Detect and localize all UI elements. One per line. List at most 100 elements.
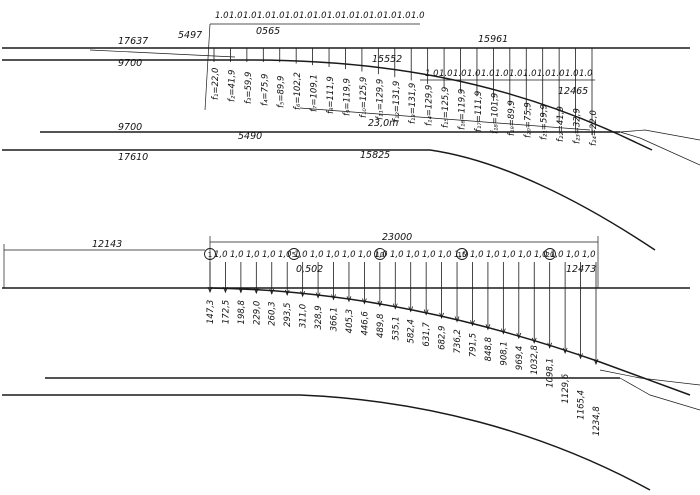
bottom-ordinate-label: 682,9 [438,326,448,350]
bottom-ordinate-arrow [593,358,599,366]
top-ordinate-label: f₂₃=32,9 [573,108,583,144]
bottom-ordinate-label: 328,9 [314,305,324,329]
label-0565: 0565 [256,26,280,37]
bottom-spacing-label: 1,0 [550,250,564,260]
bottom-ordinate-arrow [207,286,213,294]
top-ordinate-label: f₂=41,9 [227,70,237,102]
bottom-ordinate-label: 1098,1 [546,358,556,388]
top-upper-spacing-label: 1.0 [411,11,425,21]
top-ordinate-label: f₄=75,9 [260,74,270,106]
bottom-spacing-label: 1,0 [518,250,532,260]
bottom-ordinate-label: 172,5 [221,300,231,324]
top-ordinate-label: f₁₁=129,9 [375,79,385,120]
bottom-ordinate-arrow [547,342,553,349]
bottom-ordinate-label: 446,6 [360,311,370,336]
bottom-ordinate-arrow [315,292,321,299]
bottom-ordinate-label: 848,8 [484,336,494,361]
label-15961: 15961 [478,34,508,45]
bottom-diverging-curve [209,287,691,396]
bottom-ordinate-label: 147,3 [206,300,216,324]
top-upper-spacing-label: 1.0 [257,11,271,21]
bottom-ordinate-label: 198,8 [237,300,247,325]
bottom-spacing-label: 1,0 [486,250,500,260]
bottom-ordinate-arrow [300,290,306,298]
label-5497: 5497 [178,30,202,41]
top-diagram [2,23,700,251]
bottom-ordinate-arrow [516,332,522,340]
top-ordinate-frame [204,23,211,111]
label-17637: 17637 [118,36,148,47]
label-9700-b: 9700 [118,122,142,133]
bottom-spacing-label: 1,0 [374,250,388,260]
bottom-spacing-label: 1,0 [454,250,468,260]
top-ordinate-label: f₁₂=131,9 [392,81,402,122]
bottom-spacing-label: 1,0 [294,250,308,260]
label-5490: 5490 [238,131,262,142]
top-23m-line [299,107,591,131]
top-lower-spacing-label: 1.0 [509,69,523,79]
bottom-ordinate-arrow [377,300,383,308]
bottom-spacing-label: 1,0 [358,250,372,260]
bottom-spacing-label: 1,0 [582,250,596,260]
svg-text:20: 20 [546,251,555,259]
top-switch-blade [89,49,236,58]
svg-text:15: 15 [458,251,467,259]
top-lower-spacing-label: 1.0 [453,69,467,79]
label-17610: 17610 [118,152,148,163]
top-ordinate-label: f₂₁=59,9 [540,104,550,140]
top-upper-spacing-label: 1.0 [397,11,411,21]
bottom-ordinate-arrow [562,347,568,355]
top-upper-spacing-label: 1.0 [355,11,369,21]
bottom-ordinate-label: 791,5 [468,333,478,357]
bottom-ordinate-arrow [362,298,367,305]
bottom-ordinate-arrow [439,312,444,319]
bottom-spacing-label: 1,0 [230,250,244,260]
circle-mark: 15 [456,248,468,260]
bottom-spacing-label: 1,0 [502,250,516,260]
circle-mark: 10 [374,248,386,260]
top-ordinate-label: f₁₀=125,9 [359,77,369,118]
bottom-spacing-label: 1,0 [422,250,436,260]
bottom-ordinate-arrow [408,306,414,313]
top-lower-spacing-label: 1.0 [579,69,593,79]
bottom-ordinate-arrow [531,337,537,344]
bottom-labels: 12143 23000 0,502 12473 [92,232,596,275]
bottom-spacing-label: 1,0 [470,250,484,260]
label-15552: 15552 [372,54,402,65]
bottom-ordinate-arrow [423,309,429,316]
bottom-ordinate-arrow [346,296,352,303]
bottom-ordinate-label: 293,5 [283,303,293,327]
bottom-ordinate-label: 260,3 [268,301,278,325]
bottom-ordinate-label: 1129,6 [561,373,571,403]
top-upper-spacing-label: 1.0 [313,11,327,21]
top-ordinate-label: f₉=119,9 [342,78,352,116]
top-lower-curve [429,149,656,251]
svg-text:10: 10 [376,251,385,259]
bottom-spacing-label: 1,0 [534,250,548,260]
bottom-spacing-label: 1,0 [326,250,340,260]
top-ordinate-label: f₁₉=89,9 [507,100,517,136]
bottom-ordinate-label: 908,1 [499,341,509,365]
top-ordinate-label: f₈=111,9 [326,76,336,114]
bottom-spacing-label: 1,0 [438,250,452,260]
bottom-diagram [2,236,700,491]
top-ordinate-label: f₁₅=125,9 [441,87,451,128]
bottom-ordinate-arrow [392,303,398,310]
top-lower-spacing-label: 1.0 [467,69,481,79]
top-ordinate-label: f₁=22,0 [211,68,221,100]
top-upper-spacing-label: 1.0 [341,11,355,21]
bottom-ordinate-label: 311,0 [299,304,309,328]
circle-mark: 1 [204,248,216,260]
bottom-ordinate-arrow [578,353,583,360]
label-15825: 15825 [360,150,390,161]
bottom-ordinate-arrow [238,287,244,294]
bottom-ordinate-arrow [485,324,491,331]
bottom-lower-curve [2,394,651,491]
top-ordinate-label: f₅=89,9 [277,76,287,108]
svg-text:1: 1 [208,251,212,259]
top-upper-spacing-label: 1.0 [369,11,383,21]
bottom-ordinate-label: 1234,8 [592,406,602,436]
bottom-ordinate-label: 1032,8 [530,344,540,374]
bottom-ordinate-arrow [454,316,460,323]
